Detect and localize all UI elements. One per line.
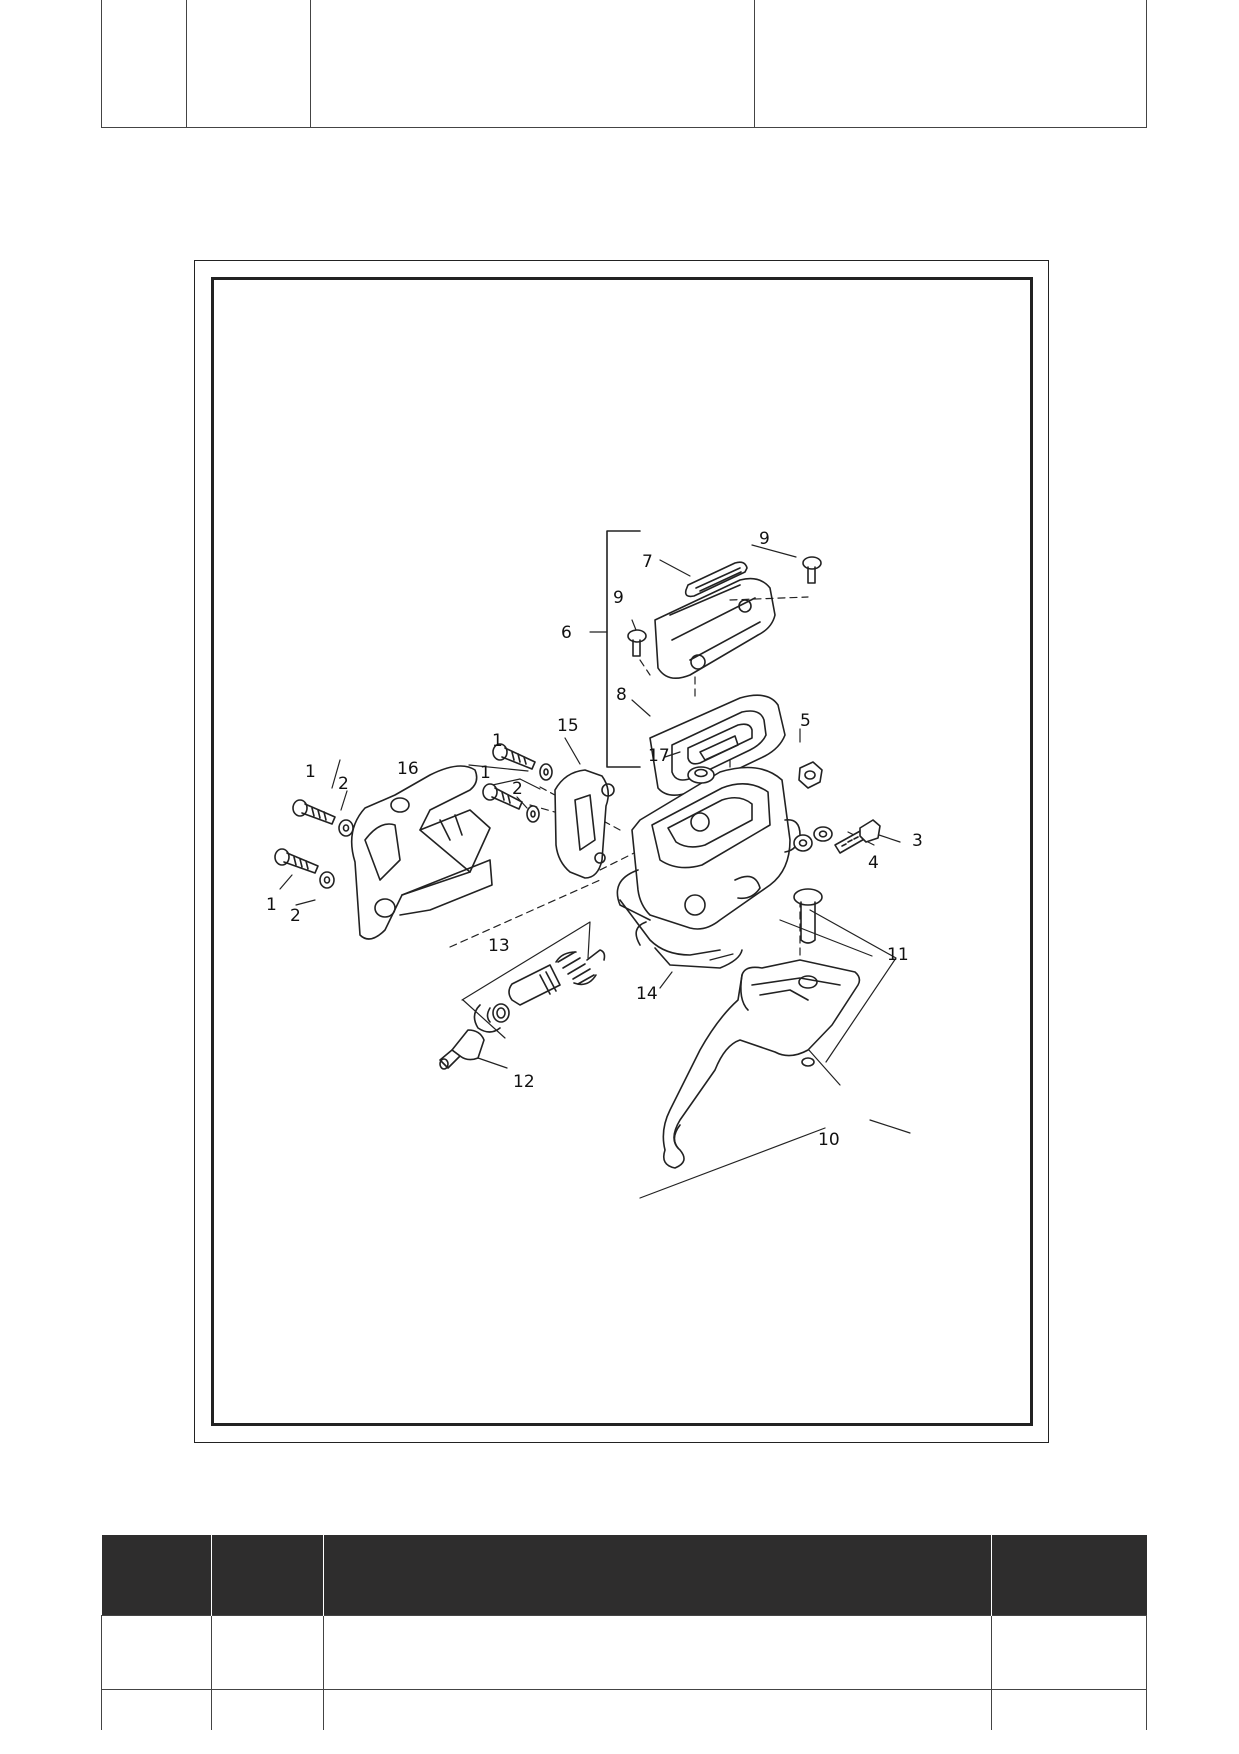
piston-kit: [492, 949, 606, 1023]
table-cell: [211, 1689, 324, 1730]
diaphragm: [649, 694, 786, 796]
callout-label: 5: [800, 711, 811, 731]
table-cell: [323, 1689, 992, 1730]
table-cell: [991, 1615, 1147, 1690]
circlip: [473, 1004, 501, 1033]
table-header-cell: [101, 1535, 212, 1616]
master-cylinder-body: [616, 766, 801, 969]
callout-label: 6: [561, 623, 572, 643]
dust-boot: [439, 1029, 485, 1070]
table-header-cell: [211, 1535, 324, 1616]
washer: [319, 871, 335, 889]
callout-label: 17: [648, 746, 670, 766]
callout-label: 9: [759, 529, 770, 549]
seal: [687, 766, 715, 784]
callout-label: 10: [818, 1130, 840, 1150]
sight-window: [684, 561, 748, 598]
housing-bolt: [274, 848, 319, 874]
pivot-bolt: [793, 888, 823, 944]
callout-label: 11: [887, 945, 909, 965]
washer: [813, 826, 833, 842]
callout-label: 7: [642, 552, 653, 572]
washer: [526, 805, 540, 823]
reservoir-cover: [654, 577, 776, 680]
switch-housing: [350, 765, 493, 940]
header-table: [101, 0, 1147, 128]
table-cell: [323, 1615, 992, 1690]
callout-label: 9: [613, 588, 624, 608]
washer: [338, 819, 354, 837]
housing-bolt: [292, 799, 336, 825]
callout-label: 3: [912, 831, 923, 851]
brake-lever: [662, 959, 861, 1169]
clamp-bolt: [492, 743, 536, 770]
callout-label: 15: [557, 716, 579, 736]
parts-list-table: [101, 1535, 1147, 1730]
illustration-frame-inner: [211, 277, 1033, 1426]
table-row: [101, 1615, 1147, 1690]
callout-label: 4: [868, 853, 879, 873]
table-row: [101, 1689, 1147, 1730]
pivot-nut: [801, 1057, 815, 1067]
washer: [539, 763, 553, 781]
header-cell: [754, 0, 1147, 128]
callout-label: 2: [290, 906, 301, 926]
washer: [793, 834, 813, 852]
header-cell: [101, 0, 187, 128]
callout-label: 16: [397, 759, 419, 779]
callout-label: 1: [305, 762, 316, 782]
clamp-bolt: [482, 783, 523, 810]
callout-label: 1: [480, 763, 491, 783]
table-header-cell: [323, 1535, 992, 1616]
callout-label: 14: [636, 984, 658, 1004]
callout-label: 2: [512, 779, 523, 799]
table-cell: [101, 1615, 212, 1690]
cover-screw: [627, 629, 647, 657]
table-cell: [991, 1689, 1147, 1730]
table-header-cell: [991, 1535, 1147, 1616]
callout-label: 13: [488, 936, 510, 956]
cover-screw: [802, 556, 822, 584]
callout-label: 12: [513, 1072, 535, 1092]
table-cell: [211, 1615, 324, 1690]
table-cell: [101, 1689, 212, 1730]
header-cell: [310, 0, 755, 128]
nut: [798, 761, 823, 789]
header-cell: [186, 0, 311, 128]
clamp: [554, 769, 615, 879]
switch-bolt: [834, 819, 881, 854]
callout-label: 8: [616, 685, 627, 705]
illustration-frame-outer: [194, 260, 1049, 1443]
assembly-bracket: [606, 530, 641, 768]
callout-label: 1: [266, 895, 277, 915]
callout-label: 1: [492, 731, 503, 751]
callout-label: 2: [338, 774, 349, 794]
